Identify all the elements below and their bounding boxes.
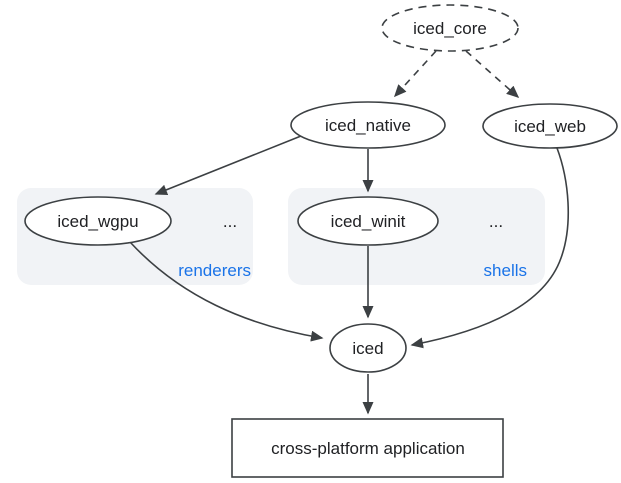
node-iced-web	[482, 103, 618, 149]
group-renderers-ellipsis: ...	[223, 212, 237, 231]
group-renderers-label: renderers	[178, 261, 251, 280]
node-cross-platform-application-label: cross-platform application	[271, 439, 465, 458]
group-shells-ellipsis: ...	[489, 212, 503, 231]
edge-iced-web-to-iced	[410, 147, 569, 349]
node-iced-winit-label: iced_winit	[331, 212, 406, 231]
node-iced-native-label: iced_native	[325, 116, 411, 135]
node-iced-label: iced	[352, 339, 383, 358]
group-shells-label: shells	[484, 261, 527, 280]
node-iced-core	[381, 4, 519, 52]
node-iced-web-label: iced_web	[514, 117, 586, 136]
edge-iced-native-to-iced-wgpu	[154, 135, 302, 196]
edge-iced-wgpu-to-iced	[129, 241, 324, 342]
node-iced-core-label: iced_core	[413, 19, 487, 38]
node-iced-wgpu	[24, 196, 172, 246]
node-iced-wgpu-label: iced_wgpu	[57, 212, 138, 231]
node-iced	[329, 323, 407, 373]
node-cross-platform-application	[231, 418, 504, 478]
edge-iced-core-to-iced-web	[465, 50, 520, 98]
node-iced-winit	[297, 196, 439, 246]
node-iced-native	[290, 101, 446, 149]
edge-iced-core-to-iced-native	[393, 50, 437, 98]
